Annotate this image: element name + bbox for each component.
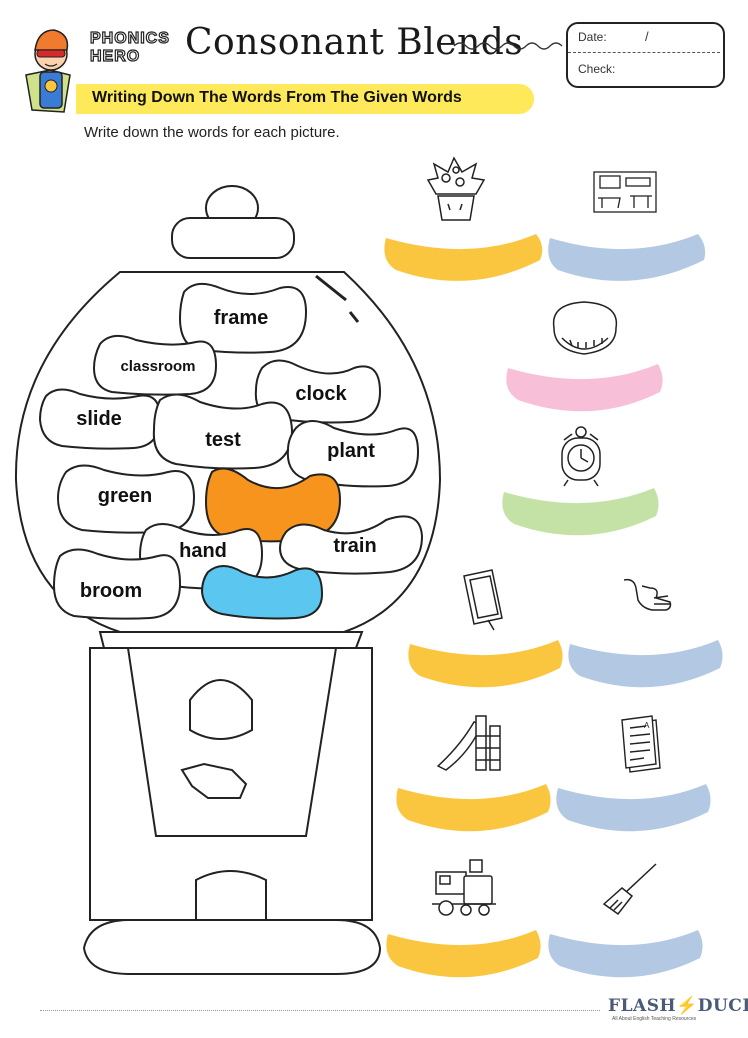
bean-frame — [178, 282, 308, 354]
footer-tagline: All About English Teaching Resources — [612, 1016, 697, 1022]
word-green: green — [97, 485, 153, 507]
word-classroom: classroom — [120, 358, 196, 375]
writing-strip-clock[interactable] — [502, 488, 659, 536]
word-plant: plant — [327, 440, 375, 462]
bean-broom — [52, 548, 182, 620]
plant-icon — [426, 156, 486, 221]
orange-bean — [204, 467, 342, 543]
bean-classroom — [92, 334, 218, 396]
word-frame: frame — [213, 307, 269, 329]
word-clock: clock — [295, 383, 347, 405]
footer-logo: FLASH⚡DUCK — [608, 996, 748, 1016]
instruction-text: Write down the words for each picture. — [84, 124, 340, 141]
coin-slot — [189, 679, 253, 740]
broom-icon — [602, 863, 657, 916]
lightning-bolt-icon: ⚡ — [676, 996, 698, 1016]
logo-text-right: DUCK — [697, 996, 748, 1016]
clock-icon — [561, 426, 601, 487]
bean-plant — [286, 420, 420, 488]
machine-lid — [171, 217, 295, 259]
svg-text:A: A — [644, 721, 650, 730]
test-paper-icon: A — [621, 715, 661, 773]
bean-test — [152, 393, 294, 470]
word-slide: slide — [76, 408, 122, 430]
writing-strip-broom-cupboard[interactable] — [506, 364, 663, 412]
bean-train — [278, 515, 424, 575]
page-title: Consonant Blends — [185, 22, 524, 63]
bean-green — [56, 464, 196, 534]
writing-strip-frame[interactable] — [408, 640, 563, 688]
check-label: Check: — [578, 62, 616, 76]
broom-cupboard-icon — [552, 301, 618, 355]
brand-name-second-line: HERO — [89, 47, 141, 65]
classroom-icon — [593, 171, 657, 213]
writing-strip-train[interactable] — [386, 930, 541, 978]
word-train: train — [333, 535, 377, 557]
date-label: Date: — [578, 30, 607, 44]
hand-icon — [623, 578, 672, 611]
mascot-icon — [25, 29, 71, 113]
date-divider — [568, 52, 720, 53]
date-check-box — [566, 22, 725, 88]
wavy-line-decoration — [453, 42, 563, 50]
frame-icon — [463, 569, 503, 631]
word-broom: broom — [79, 580, 143, 602]
blue-bean — [200, 565, 324, 620]
word-hand: hand — [179, 540, 227, 562]
writing-strip-slide[interactable] — [396, 784, 551, 832]
logo-text-left: FLASH — [608, 996, 677, 1016]
writing-strip-broom[interactable] — [548, 930, 703, 978]
footer-divider — [40, 1010, 600, 1011]
writing-strip-hand[interactable] — [568, 640, 723, 688]
brand-name: PHONICS — [89, 29, 170, 47]
banner-text: Writing Down The Words From The Given Wo… — [92, 89, 462, 106]
bean-slide — [38, 388, 162, 450]
bean-clock — [254, 359, 382, 424]
writing-strip-plant[interactable] — [384, 234, 543, 281]
writing-strip-classroom[interactable] — [548, 234, 706, 281]
machine-foot — [82, 919, 382, 975]
slide-icon — [436, 715, 501, 771]
word-test: test — [205, 429, 241, 451]
instruction-banner — [76, 84, 534, 114]
writing-strip-test[interactable] — [556, 784, 711, 832]
train-icon — [432, 859, 496, 916]
machine-handle — [180, 762, 248, 799]
date-slash: / — [645, 29, 649, 44]
